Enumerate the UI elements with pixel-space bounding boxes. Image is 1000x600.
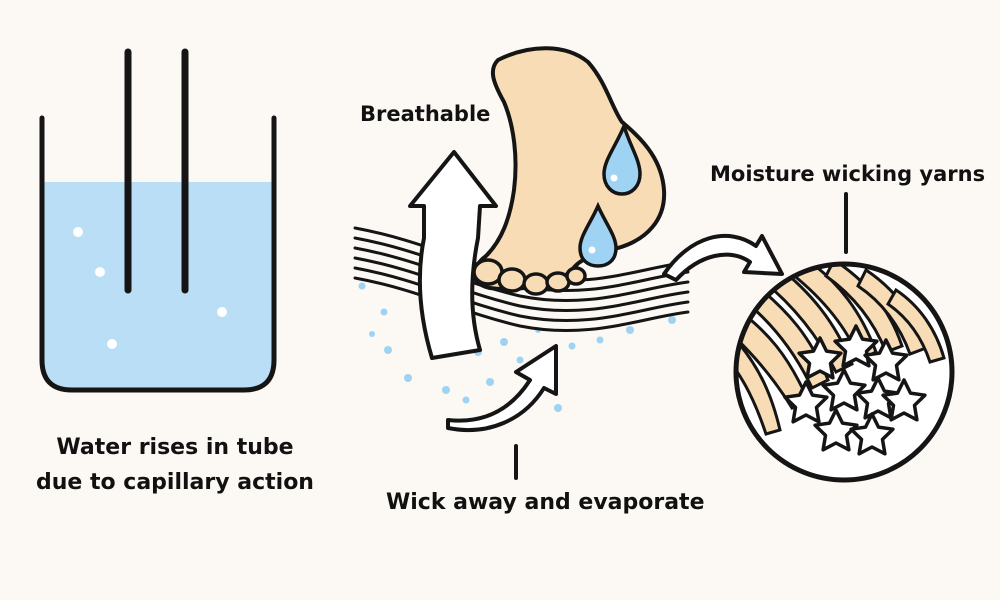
wick-label: Wick away and evaporate xyxy=(386,490,705,515)
yarns-label: Moisture wicking yarns xyxy=(710,162,986,186)
magnifier-circle-icon xyxy=(733,261,955,483)
capillary-caption-line1: Water rises in tube xyxy=(56,435,294,460)
toes xyxy=(472,258,587,296)
star-fiber-icon xyxy=(863,338,909,382)
star-fiber-icon xyxy=(821,368,867,412)
breathable-label: Breathable xyxy=(360,102,491,126)
star-fiber-icon xyxy=(881,378,927,422)
star-fiber-icon xyxy=(783,380,829,424)
water-bubbles xyxy=(73,227,227,349)
magnify-arrow-icon xyxy=(662,233,784,282)
beaker-icon xyxy=(39,48,277,393)
capillary-caption-line2: due to capillary action xyxy=(36,470,314,495)
capillary-caption: Water rises in tube due to capillary act… xyxy=(20,430,330,500)
star-fiber-icon xyxy=(813,408,859,452)
wick-arrow-icon xyxy=(446,344,558,433)
star-fibers xyxy=(783,324,927,456)
foot-icon xyxy=(472,46,667,296)
breathable-arrow-icon xyxy=(408,150,498,360)
star-fiber-icon xyxy=(849,412,895,456)
star-fiber-icon xyxy=(797,336,843,380)
